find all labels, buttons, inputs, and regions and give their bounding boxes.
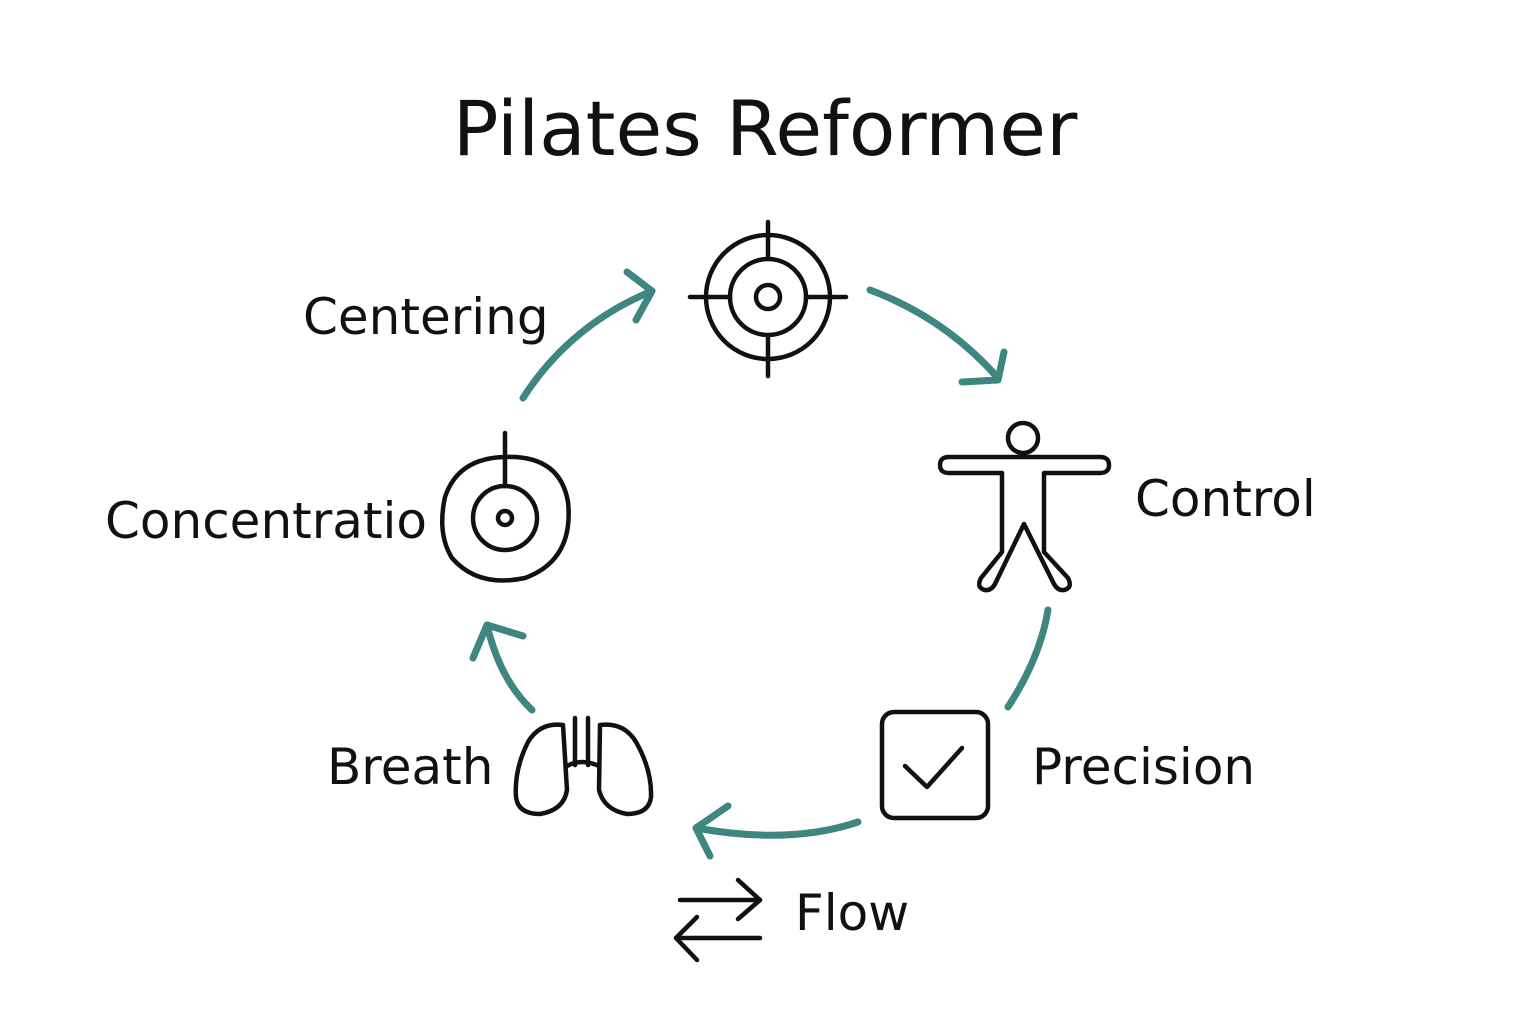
node-label-centering: Centering bbox=[303, 288, 549, 346]
bullseye-icon bbox=[439, 430, 571, 583]
checkbox-checked-icon bbox=[879, 709, 991, 821]
cycle-arrow-breath-to-concentration bbox=[469, 621, 536, 714]
node-label-control: Control bbox=[1135, 470, 1316, 528]
diagram-title: Pilates Reformer bbox=[453, 84, 1078, 173]
cycle-arrow-centering-to-control bbox=[866, 286, 1008, 386]
lungs-icon bbox=[513, 715, 654, 817]
node-label-precision: Precision bbox=[1032, 738, 1255, 796]
cycle-arrow-control-to-precision bbox=[1004, 606, 1052, 711]
swap-arrows-icon bbox=[673, 877, 763, 963]
cycle-arrow-concentration-to-centering bbox=[519, 268, 656, 402]
node-label-breath: Breath bbox=[327, 738, 493, 796]
target-crosshair-icon bbox=[687, 219, 849, 379]
node-label-flow: Flow bbox=[795, 884, 909, 942]
cycle-arrow-precision-to-flow bbox=[692, 802, 862, 860]
person-arms-out-icon bbox=[937, 420, 1112, 593]
node-label-concentration: Concentratio bbox=[105, 492, 427, 550]
